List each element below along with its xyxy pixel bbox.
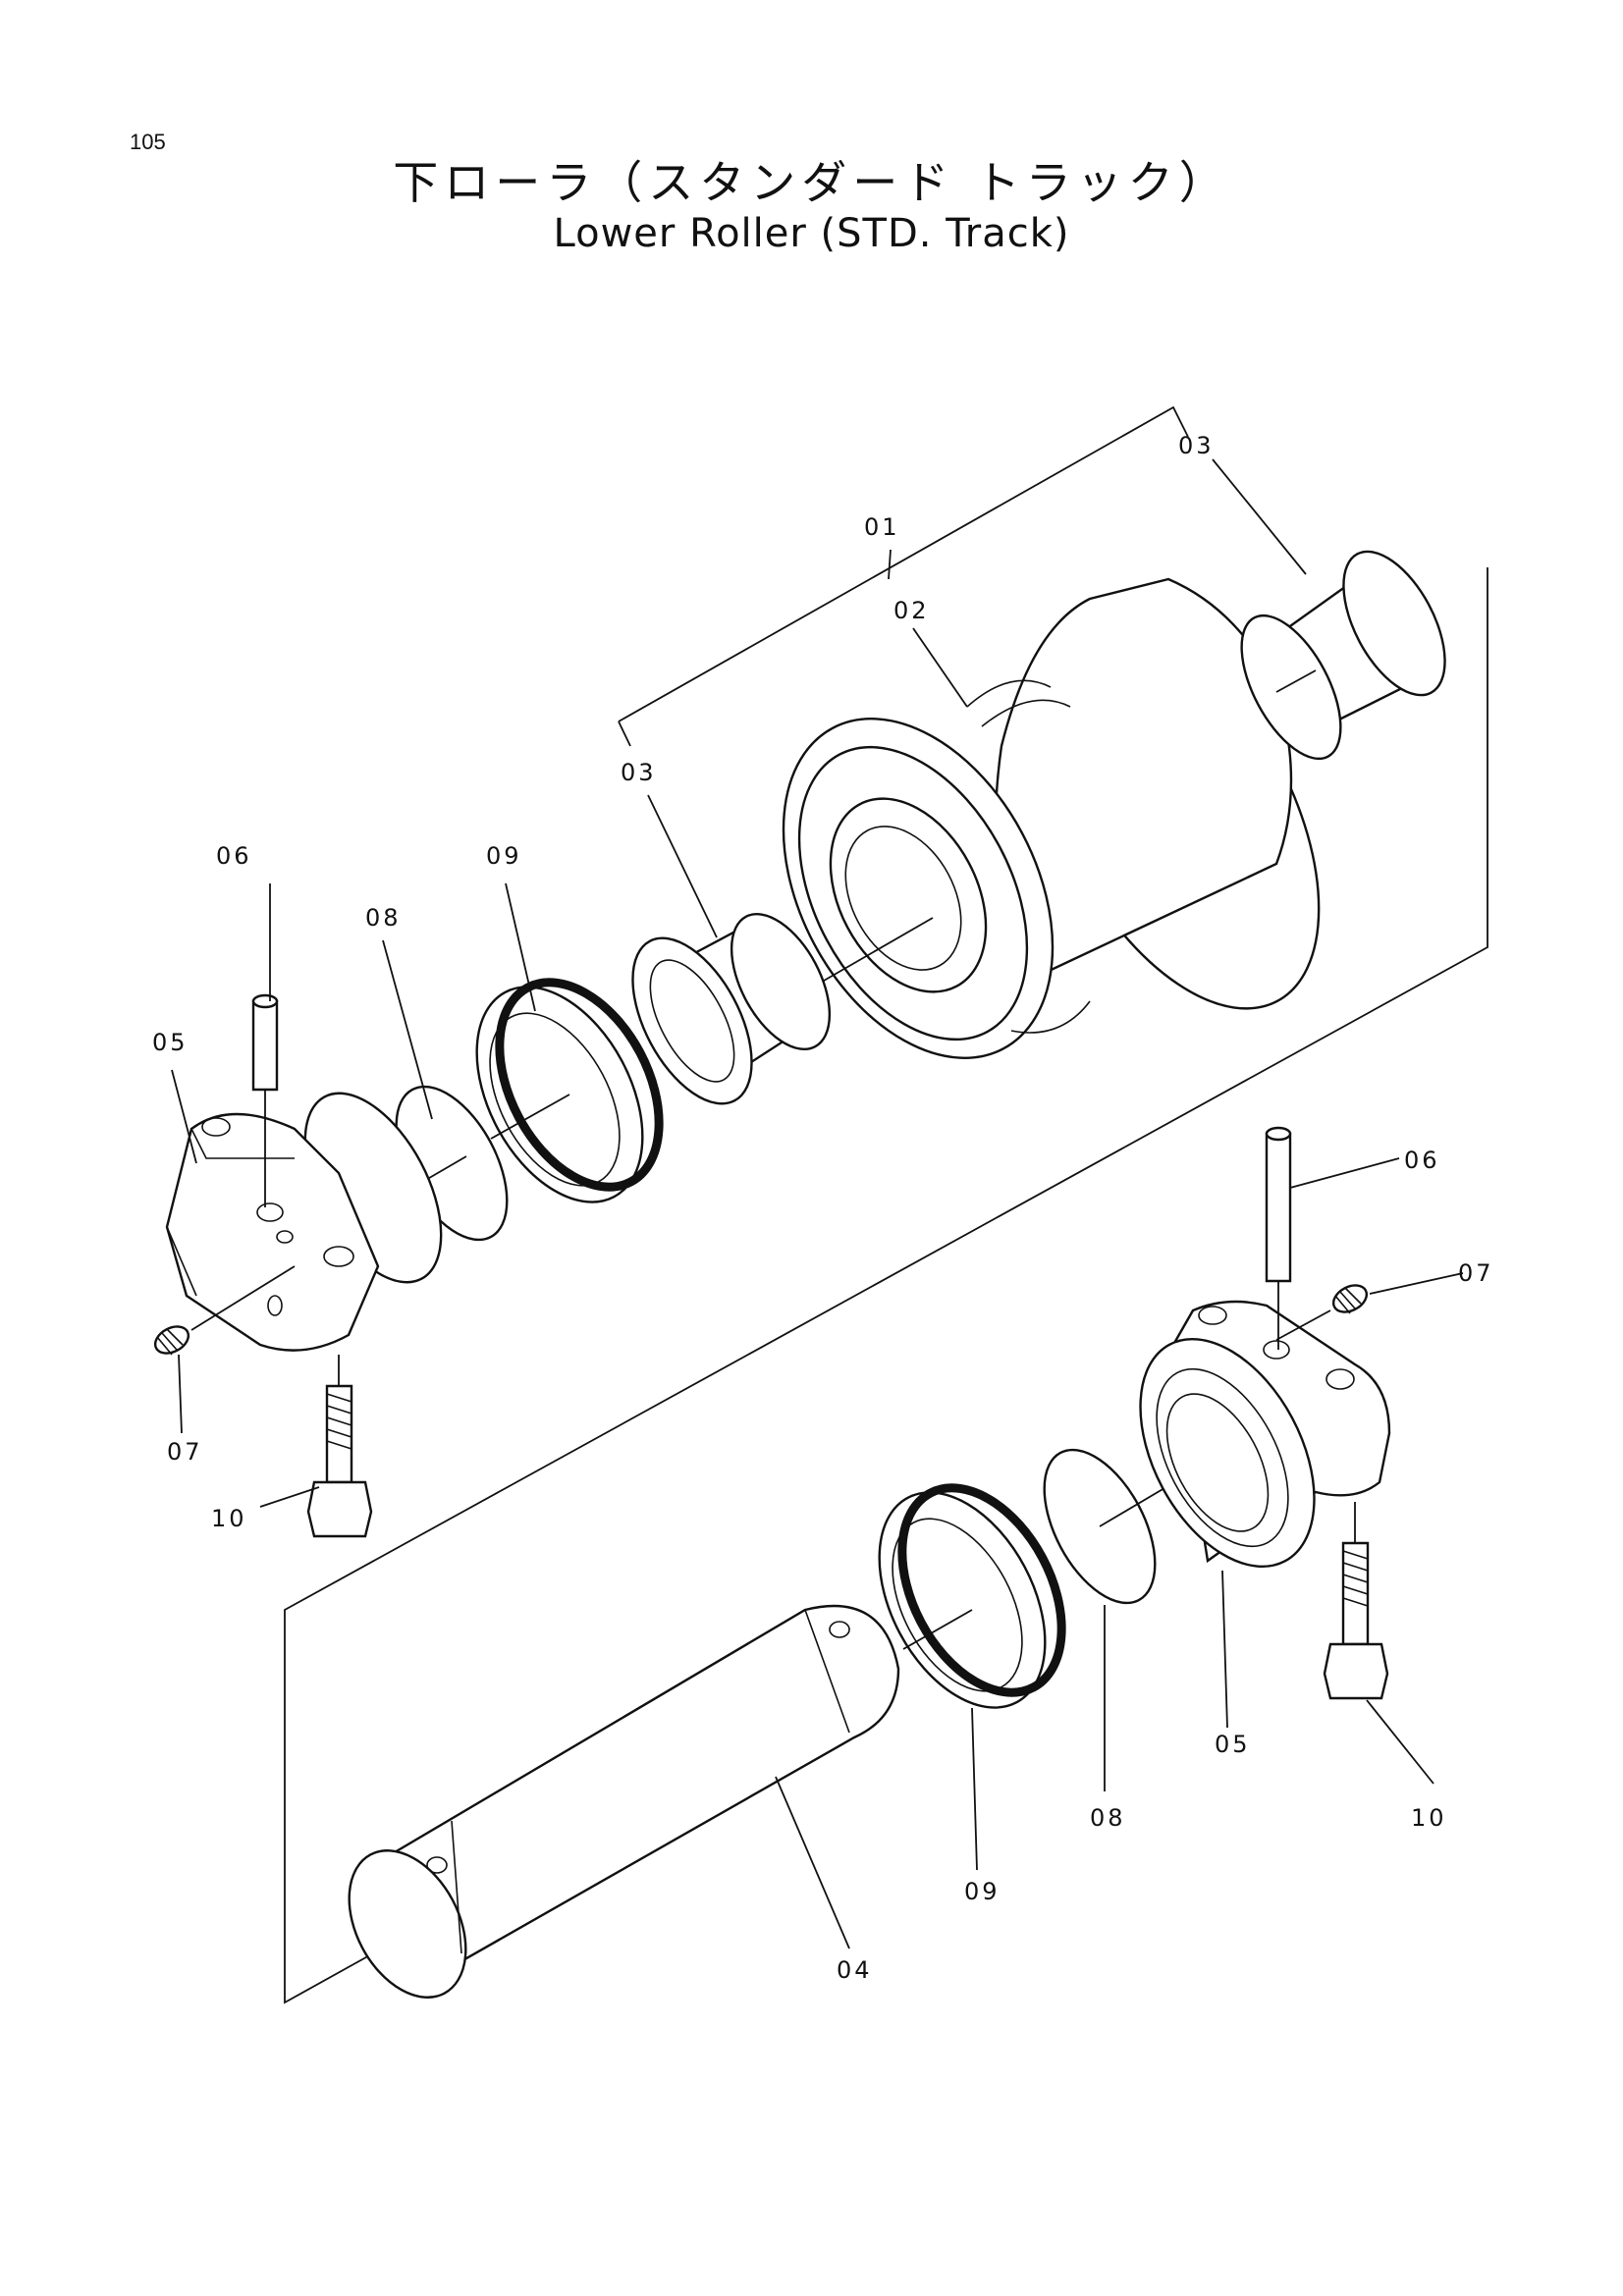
- roller-body: [782, 577, 1321, 1059]
- set-screw-right: [1331, 1284, 1369, 1314]
- callout-01: 01: [864, 513, 900, 541]
- seal-left-axis: [490, 1094, 570, 1140]
- callout-02: 02: [893, 597, 930, 624]
- shaft: [348, 1604, 900, 1999]
- leader-lines: [171, 458, 1464, 1949]
- callout-09-left: 09: [486, 842, 522, 870]
- callout-05-left: 05: [152, 1029, 189, 1056]
- title-english: Lower Roller (STD. Track): [553, 211, 1070, 256]
- collar-right: [1139, 1300, 1391, 1569]
- pin-left: [251, 993, 279, 1092]
- callout-10-left: 10: [211, 1505, 247, 1532]
- assembly-bracket-lines: [284, 405, 1488, 2004]
- bolt-left: [306, 1384, 373, 1538]
- set-screw-right-axis: [1275, 1309, 1331, 1341]
- bolt-right: [1323, 1541, 1389, 1700]
- bushing-right-axis: [1275, 669, 1317, 693]
- set-screw-left: [153, 1325, 190, 1356]
- floating-seal-right: [878, 1483, 1066, 1709]
- callout-06-right: 06: [1404, 1147, 1440, 1174]
- callout-03-mid: 03: [621, 759, 657, 786]
- callout-09-right: 09: [964, 1878, 1001, 1905]
- callout-06-left: 06: [216, 842, 252, 870]
- callout-04: 04: [837, 1956, 873, 1984]
- callout-03-top: 03: [1178, 432, 1215, 459]
- bushing-left: [631, 912, 832, 1105]
- floating-seal-left: [475, 978, 664, 1203]
- seal-right-axis: [902, 1609, 973, 1650]
- callout-07-left: 07: [167, 1438, 203, 1466]
- bracket-top-left-edge: [618, 721, 631, 747]
- callout-10-right: 10: [1411, 1804, 1447, 1832]
- callout-labels: 03 01 02 03 06 09 08 05 07 10 06 07 05 1…: [152, 432, 1494, 1984]
- callout-07-right: 07: [1458, 1259, 1494, 1287]
- page-number: 105: [130, 130, 166, 154]
- callout-05-right: 05: [1215, 1731, 1251, 1758]
- pin-right: [1265, 1126, 1292, 1283]
- roller-axis-line: [804, 917, 934, 992]
- collar-left: [165, 1092, 443, 1352]
- title-japanese: 下ローラ（スタンダード トラック）: [393, 156, 1230, 209]
- set-screw-left-axis: [190, 1265, 296, 1331]
- callout-08-right: 08: [1090, 1804, 1126, 1832]
- callout-08-left: 08: [365, 904, 402, 932]
- bushing-right: [1240, 550, 1446, 761]
